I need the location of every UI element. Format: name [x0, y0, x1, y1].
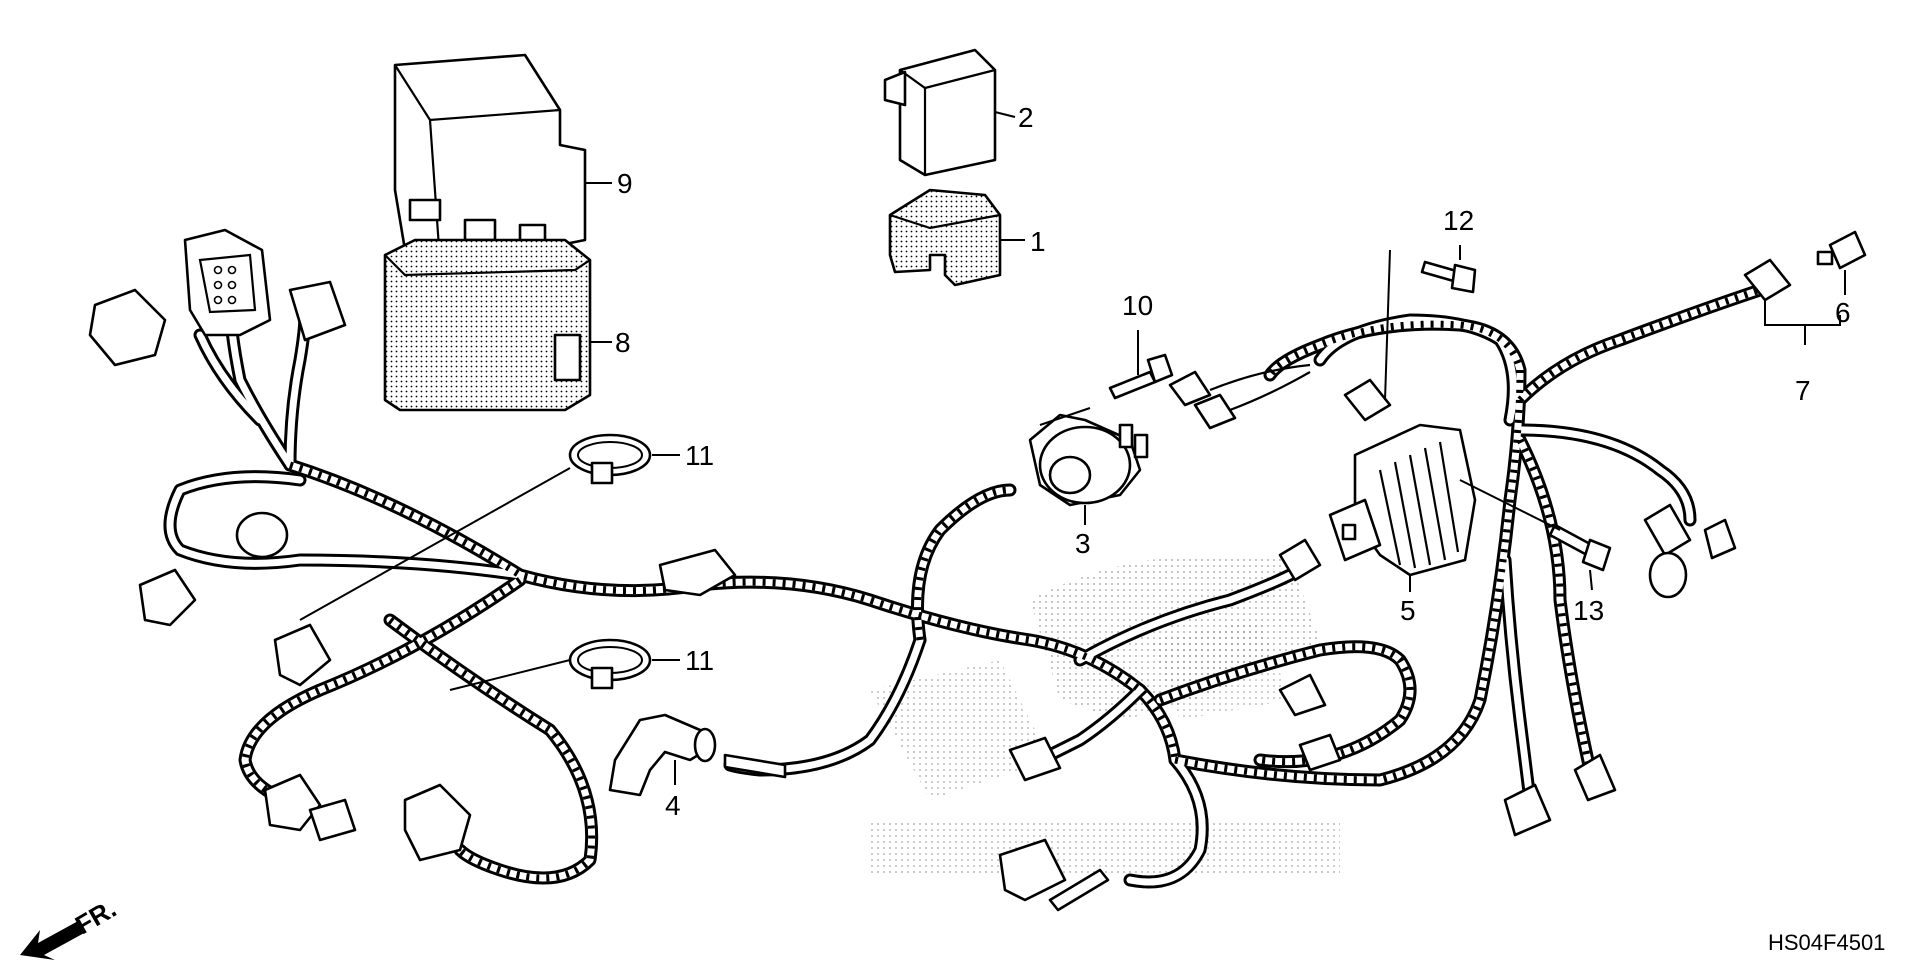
control-unit-part-9	[393, 53, 587, 264]
clamp-part-11-upper	[568, 433, 652, 485]
harness-connectors-upper-left	[88, 228, 737, 687]
callout-9: 9	[617, 168, 633, 199]
callout-11-lower: 11	[685, 645, 714, 676]
front-direction-arrow: FR.	[20, 893, 121, 960]
callout-2: 2	[1018, 102, 1034, 133]
relay-part-2	[883, 48, 997, 177]
regulator-part-5	[1328, 423, 1477, 577]
bolt-part-12	[1420, 260, 1477, 294]
harness-connectors-bottom	[263, 503, 1737, 912]
rubber-holder-part-8	[383, 238, 592, 412]
bolt-part-13	[1548, 523, 1612, 572]
harness-twist-pattern	[241, 286, 1762, 882]
connector-part-7	[1743, 258, 1792, 302]
callout-labels: 1 2 3 4 5 6 7 8 9 10 11 11 12 13	[615, 102, 1851, 821]
clamp-part-11-lower	[568, 638, 652, 690]
callout-8: 8	[615, 327, 631, 358]
callout-11-upper: 11	[685, 440, 714, 471]
leader-lines	[299, 111, 1846, 785]
starter-solenoid-part-3	[1028, 413, 1149, 507]
callout-6: 6	[1835, 297, 1851, 328]
connector-part-6	[1816, 230, 1867, 270]
harness-connectors-top-center	[1168, 363, 1392, 430]
callout-4: 4	[665, 790, 681, 821]
callout-3: 3	[1075, 528, 1091, 559]
callout-13: 13	[1573, 595, 1604, 626]
callout-1: 1	[1030, 226, 1046, 257]
plug-cap-part-4	[608, 713, 787, 797]
callout-10: 10	[1122, 290, 1153, 321]
callout-5: 5	[1400, 595, 1416, 626]
callout-7: 7	[1795, 375, 1811, 406]
bolt-part-10	[1108, 353, 1174, 400]
diagram-code: HS04F4501	[1768, 930, 1885, 955]
relay-rubber-part-1	[888, 188, 1002, 287]
callout-12: 12	[1443, 205, 1474, 236]
